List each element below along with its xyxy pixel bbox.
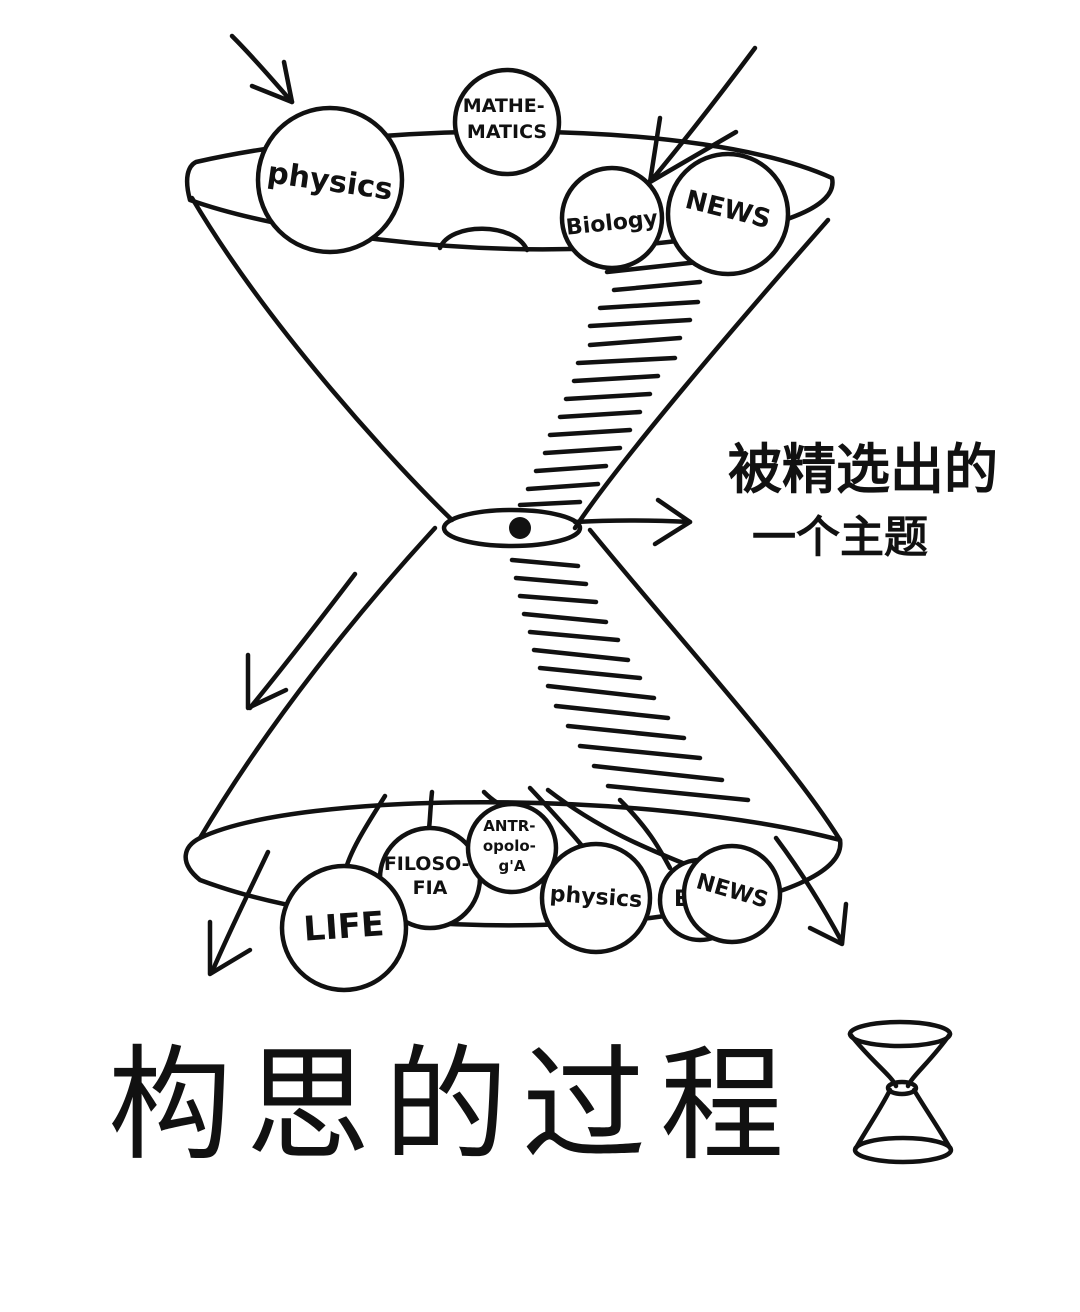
hatching-top bbox=[517, 255, 738, 508]
news-ball-bottom: NEWS bbox=[681, 843, 783, 945]
hourglass-icon bbox=[847, 1019, 954, 1165]
biology-ball: Biology bbox=[559, 165, 665, 271]
svg-text:MATHE- MATICS: MATHE- MATICS bbox=[463, 95, 552, 143]
arrow-bottom-left bbox=[207, 849, 271, 977]
svg-text:FILOSO- FIA: FILOSO- FIA bbox=[384, 853, 476, 899]
news-ball-top: NEWS bbox=[665, 151, 791, 277]
svg-text:ANTR- opolo- g'A: ANTR- opolo- g'A bbox=[483, 817, 541, 875]
selected-topic-label: 被精选出的 一个主题 bbox=[728, 438, 998, 563]
neck bbox=[441, 507, 583, 549]
page-title: 构思的过程 bbox=[108, 1034, 798, 1178]
arrow-top-left bbox=[229, 33, 295, 105]
arrow-top-right bbox=[647, 45, 758, 185]
selected-topic-line2: 一个主题 bbox=[752, 512, 928, 563]
physics-ball-top: physics bbox=[255, 105, 405, 255]
selected-topic-line1: 被精选出的 bbox=[728, 438, 998, 501]
antropologia-ball: ANTR- opolo- g'A bbox=[465, 801, 559, 895]
arrow-right-topic bbox=[572, 497, 693, 547]
physics-ball-bottom: physics bbox=[539, 841, 653, 955]
selected-dot bbox=[509, 517, 531, 539]
hatching-bottom bbox=[509, 557, 751, 803]
svg-text:LIFE: LIFE bbox=[302, 904, 385, 950]
life-ball: LIFE bbox=[279, 863, 409, 993]
filosofia-ball: FILOSO- FIA bbox=[377, 825, 483, 931]
mathematics-ball: MATHE- MATICS bbox=[452, 67, 562, 177]
arrow-bottom-left-diagonal bbox=[245, 571, 358, 711]
arrow-bottom-right bbox=[773, 835, 849, 947]
